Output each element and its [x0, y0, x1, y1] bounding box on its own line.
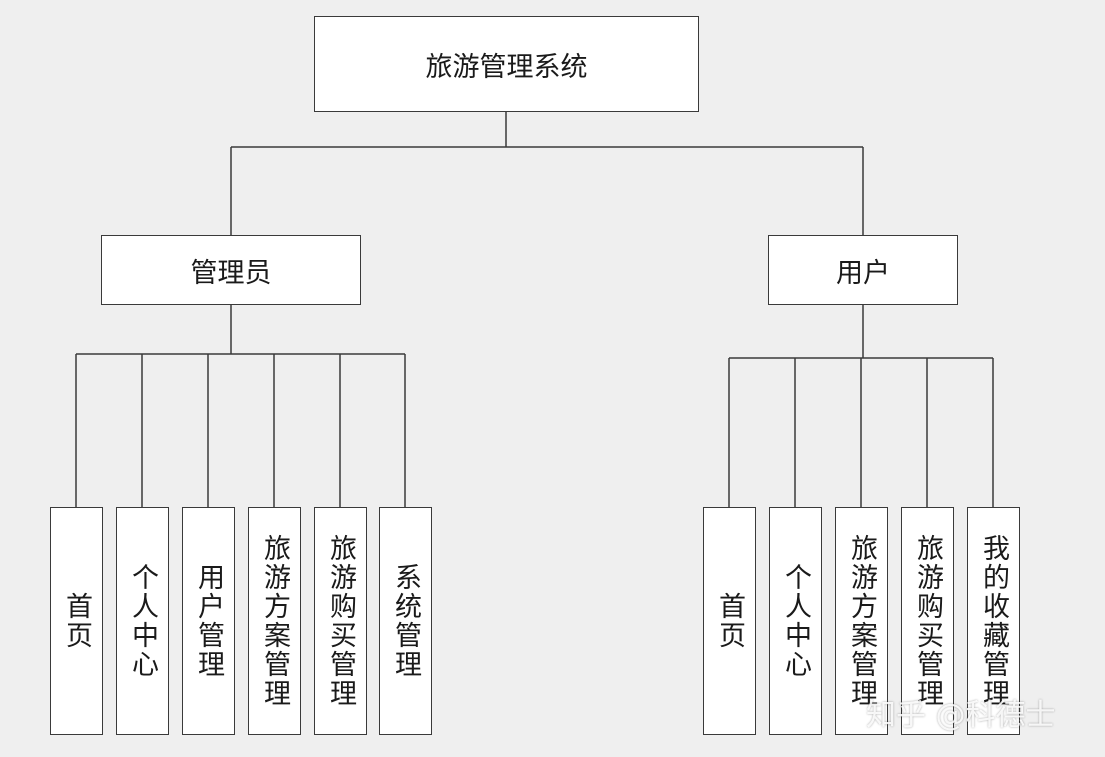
admin-leaf-purchase-mgmt-label: 旅游购买管理 [325, 534, 356, 708]
user-leaf-purchase-mgmt-label: 旅游购买管理 [912, 534, 943, 708]
user-leaf-plan-mgmt-label: 旅游方案管理 [846, 534, 877, 708]
admin-leaf-home-label: 首页 [61, 592, 92, 650]
root-node: 旅游管理系统 [314, 16, 699, 112]
connector-lines [75, 111, 994, 507]
admin-leaf-home: 首页 [50, 507, 103, 735]
admin-leaf-system-mgmt-label: 系统管理 [390, 563, 421, 679]
admin-leaf-profile-label: 个人中心 [127, 563, 158, 679]
user-leaf-home-label: 首页 [714, 592, 745, 650]
user-connector [728, 305, 994, 507]
user-leaf-profile-label: 个人中心 [780, 563, 811, 679]
admin-leaf-plan-mgmt: 旅游方案管理 [248, 507, 301, 735]
root-node-label: 旅游管理系统 [425, 51, 588, 83]
watermark: 知乎 @科德士 [866, 698, 1056, 733]
admin-leaf-system-mgmt: 系统管理 [379, 507, 432, 735]
branch-node-admin: 管理员 [101, 235, 361, 305]
user-leaf-favorites-mgmt: 我的收藏管理 [967, 507, 1020, 735]
admin-leaf-purchase-mgmt: 旅游购买管理 [314, 507, 367, 735]
admin-connector [75, 305, 406, 507]
user-leaf-profile: 个人中心 [769, 507, 822, 735]
branch-node-user: 用户 [768, 235, 958, 305]
branch-user-label: 用户 [836, 257, 890, 289]
admin-leaf-user-mgmt: 用户管理 [182, 507, 235, 735]
admin-leaf-user-mgmt-label: 用户管理 [193, 563, 224, 679]
branch-admin-label: 管理员 [190, 257, 272, 289]
admin-leaf-plan-mgmt-label: 旅游方案管理 [259, 534, 290, 708]
user-leaf-home: 首页 [703, 507, 756, 735]
root-connector [230, 111, 864, 236]
admin-leaf-profile: 个人中心 [116, 507, 169, 735]
user-leaf-purchase-mgmt: 旅游购买管理 [901, 507, 954, 735]
user-leaf-favorites-mgmt-label: 我的收藏管理 [978, 534, 1009, 708]
user-leaf-plan-mgmt: 旅游方案管理 [835, 507, 888, 735]
